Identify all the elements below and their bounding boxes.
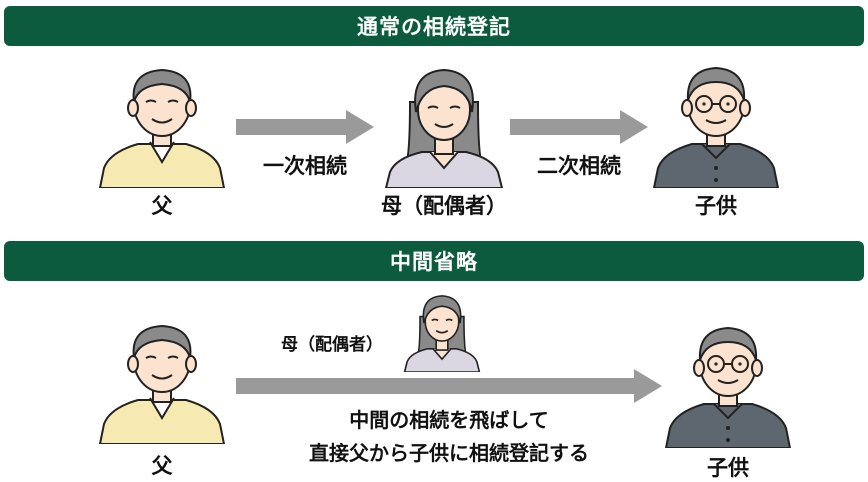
first-inheritance-label: 一次相続 xyxy=(263,154,347,178)
description-line2: 直接父から子供に相続登記する xyxy=(309,441,589,465)
mother-label: 母（配偶者） xyxy=(381,194,507,218)
mother-icon-2 xyxy=(402,292,482,373)
section2-title: 中間省略 xyxy=(390,250,478,274)
mother-icon xyxy=(382,64,506,189)
second-inheritance-label: 二次相続 xyxy=(537,154,621,178)
section1-banner: 通常の相続登記 xyxy=(4,6,864,46)
father-label: 父 xyxy=(151,194,173,218)
child-icon xyxy=(652,64,780,189)
section2-banner: 中間省略 xyxy=(4,241,864,281)
arrow-second-inheritance xyxy=(510,110,648,144)
arrow-direct-inheritance xyxy=(236,369,662,403)
child-label: 子供 xyxy=(695,194,737,218)
section1-title: 通常の相続登記 xyxy=(357,15,511,39)
child-label-2: 子供 xyxy=(707,456,749,480)
father-label-2: 父 xyxy=(151,454,173,478)
father-icon xyxy=(98,64,226,189)
child-icon-2 xyxy=(664,324,792,449)
description-line1: 中間の相続を飛ばして xyxy=(349,408,549,432)
father-icon-2 xyxy=(98,320,226,445)
mother-label-2: 母（配偶者） xyxy=(281,335,383,355)
arrow-first-inheritance xyxy=(236,110,374,144)
